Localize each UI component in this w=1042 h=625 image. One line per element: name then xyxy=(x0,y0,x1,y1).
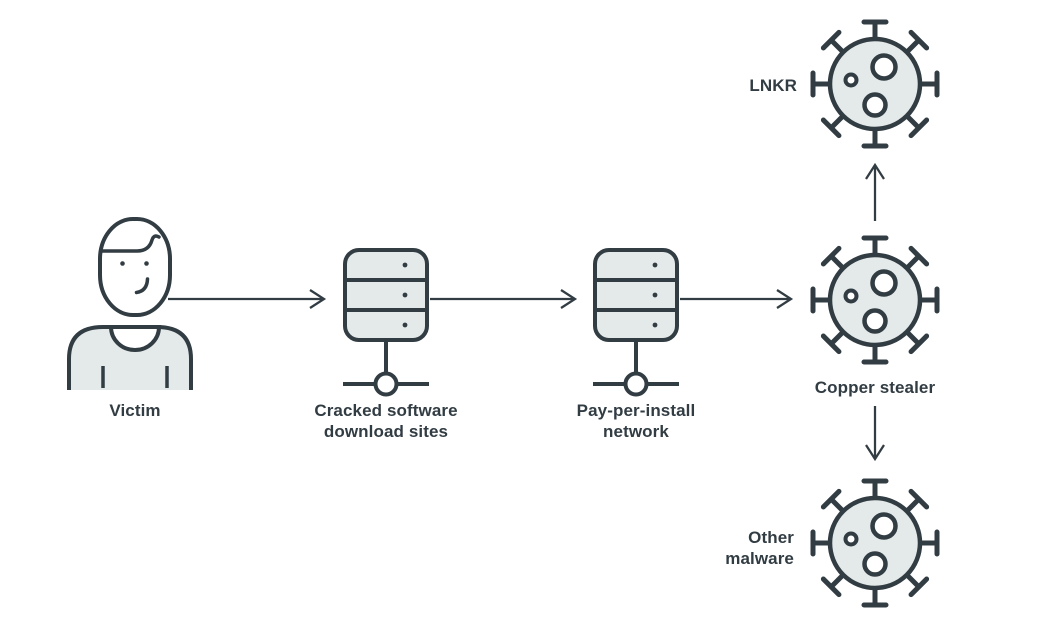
arrow-right-cracked-to-ppi-icon xyxy=(430,289,578,309)
malware-icon-other-malware xyxy=(813,481,937,605)
cracked-sites-label: Cracked software download sites xyxy=(314,401,458,441)
lnkr-label: LNKR xyxy=(749,76,797,95)
arrow-down-copper-to-other-icon xyxy=(865,406,885,462)
malware-icon-lnkr xyxy=(813,22,937,146)
server-icon-ppi-network xyxy=(591,248,681,397)
arrow-up-copper-to-lnkr-icon xyxy=(865,162,885,221)
arrow-right-victim-to-cracked-icon xyxy=(168,289,327,309)
server-icon-cracked-sites xyxy=(341,248,431,397)
malware-icon-copper-stealer xyxy=(813,238,937,362)
person-icon xyxy=(67,217,193,390)
other-malware-label: Other malware xyxy=(725,528,794,568)
arrow-right-ppi-to-copper-icon xyxy=(680,289,794,309)
ppi-network-label: Pay-per-install network xyxy=(576,401,696,441)
copper-stealer-label: Copper stealer xyxy=(814,378,936,397)
victim-label: Victim xyxy=(109,401,161,420)
